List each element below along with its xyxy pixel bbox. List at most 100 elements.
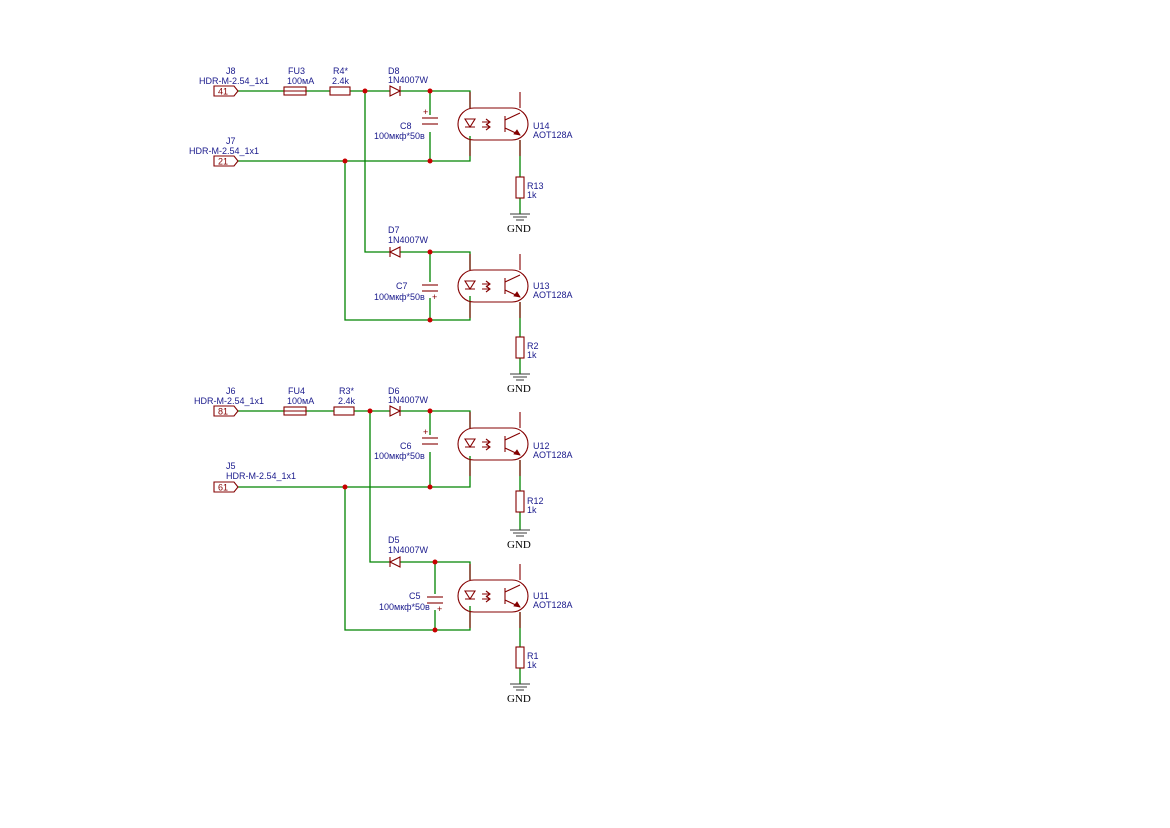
optocoupler-ref: U13 xyxy=(533,281,550,291)
capacitor-value: 100мкф*50в xyxy=(374,292,425,302)
resistor-value: 1k xyxy=(527,505,537,515)
resistor-r12[interactable]: R12 1k xyxy=(515,490,544,515)
diode-ref: D7 xyxy=(388,225,400,235)
optocoupler-value: AOT128A xyxy=(533,600,573,610)
diode-d5[interactable]: D5 1N4007W xyxy=(388,535,429,568)
optocoupler-value: AOT128A xyxy=(533,450,573,460)
stage-2: 81 J6 HDR-M-2.54_1x1 61 J5 HDR-M-2.54_1x… xyxy=(194,386,573,705)
resistor-value: 2.4k xyxy=(332,76,350,86)
polarity-plus-icon: + xyxy=(437,604,442,614)
junction xyxy=(427,249,433,255)
connector-j5[interactable]: 61 J5 HDR-M-2.54_1x1 xyxy=(213,461,296,493)
optocoupler-value: AOT128A xyxy=(533,290,573,300)
resistor-r3[interactable]: R3* 2.4k xyxy=(333,386,356,416)
diode-ref: D8 xyxy=(388,66,400,76)
polarity-plus-icon: + xyxy=(432,292,437,302)
fuse-fu3[interactable]: FU3 100мА xyxy=(283,66,314,96)
ground-label: GND xyxy=(507,693,531,705)
optocoupler-ref: U12 xyxy=(533,441,550,451)
fuse-ref: FU3 xyxy=(288,66,305,76)
polarity-plus-icon: + xyxy=(423,107,428,117)
junction xyxy=(362,88,368,94)
diode-value: 1N4007W xyxy=(388,395,429,405)
optocoupler-u13[interactable]: U13 AOT128A xyxy=(457,254,573,318)
connector-ref: J6 xyxy=(226,386,236,396)
resistor-value: 1k xyxy=(527,350,537,360)
connector-value: HDR-M-2.54_1x1 xyxy=(189,146,259,156)
resistor-ref: R12 xyxy=(527,496,544,506)
capacitor-ref: C7 xyxy=(396,281,408,291)
resistor-ref: R4* xyxy=(333,66,349,76)
capacitor-ref: C5 xyxy=(409,591,421,601)
fuse-ref: FU4 xyxy=(288,386,305,396)
capacitor-value: 100мкф*50в xyxy=(374,451,425,461)
ground-label: GND xyxy=(507,383,531,395)
junction xyxy=(427,158,433,164)
connector-ref: J5 xyxy=(226,461,236,471)
capacitor-c5[interactable]: + C5 100мкф*50в xyxy=(379,591,443,614)
stage-1: 41 J8 HDR-M-2.54_1x1 21 J7 HDR-M-2.54_1x… xyxy=(189,66,573,395)
resistor-r1[interactable]: R1 1k xyxy=(515,646,539,670)
diode-d8[interactable]: D8 1N4007W xyxy=(388,66,429,97)
optocoupler-ref: U11 xyxy=(533,591,549,601)
capacitor-c7[interactable]: + C7 100мкф*50в xyxy=(374,281,438,302)
ground-symbol: GND xyxy=(507,683,531,705)
capacitor-ref: C6 xyxy=(400,441,412,451)
ground-symbol: GND xyxy=(507,213,531,235)
junction xyxy=(427,317,433,323)
resistor-ref: R2 xyxy=(527,341,539,351)
connector-ref: J8 xyxy=(226,66,236,76)
stage-2-junctions xyxy=(342,408,438,633)
connector-value: HDR-M-2.54_1x1 xyxy=(199,76,269,86)
ground-label: GND xyxy=(507,223,531,235)
junction xyxy=(432,627,438,633)
diode-value: 1N4007W xyxy=(388,235,429,245)
junction xyxy=(427,484,433,490)
optocoupler-ref: U14 xyxy=(533,121,550,131)
stage-1-junctions xyxy=(342,88,433,323)
junction xyxy=(432,559,438,565)
connector-j6[interactable]: 81 J6 HDR-M-2.54_1x1 xyxy=(194,386,264,417)
optocoupler-u12[interactable]: U12 AOT128A xyxy=(457,412,573,476)
connector-pin-label: 61 xyxy=(218,483,228,493)
connector-ref: J7 xyxy=(226,136,236,146)
resistor-r2[interactable]: R2 1k xyxy=(515,336,539,360)
resistor-ref: R3* xyxy=(339,386,355,396)
connector-value: HDR-M-2.54_1x1 xyxy=(226,471,296,481)
junction xyxy=(367,408,373,414)
diode-ref: D6 xyxy=(388,386,400,396)
resistor-value: 1k xyxy=(527,660,537,670)
capacitor-value: 100мкф*50в xyxy=(374,131,425,141)
diode-value: 1N4007W xyxy=(388,545,429,555)
polarity-plus-icon: + xyxy=(423,427,428,437)
diode-d7[interactable]: D7 1N4007W xyxy=(388,225,429,258)
ground-symbol: GND xyxy=(507,529,531,551)
fuse-value: 100мА xyxy=(287,76,314,86)
connector-pin-label: 21 xyxy=(218,157,228,167)
resistor-r13[interactable]: R13 1k xyxy=(515,176,544,200)
connector-j8[interactable]: 41 J8 HDR-M-2.54_1x1 xyxy=(199,66,269,97)
diode-ref: D5 xyxy=(388,535,400,545)
connector-value: HDR-M-2.54_1x1 xyxy=(194,396,264,406)
resistor-value: 2.4k xyxy=(338,396,356,406)
connector-j7[interactable]: 21 J7 HDR-M-2.54_1x1 xyxy=(189,136,259,167)
diode-value: 1N4007W xyxy=(388,75,429,85)
junction xyxy=(427,88,433,94)
capacitor-c8[interactable]: + C8 100мкф*50в xyxy=(374,107,438,141)
resistor-value: 1k xyxy=(527,190,537,200)
connector-pin-label: 41 xyxy=(218,87,228,97)
diode-d6[interactable]: D6 1N4007W xyxy=(388,386,429,417)
connector-pin-label: 81 xyxy=(218,407,228,417)
resistor-ref: R1 xyxy=(527,651,539,661)
junction xyxy=(427,408,433,414)
junction xyxy=(342,484,348,490)
resistor-ref: R13 xyxy=(527,181,544,191)
fuse-value: 100мА xyxy=(287,396,314,406)
capacitor-c6[interactable]: + C6 100мкф*50в xyxy=(374,427,438,461)
optocoupler-value: AOT128A xyxy=(533,130,573,140)
capacitor-value: 100мкф*50в xyxy=(379,602,430,612)
resistor-r4[interactable]: R4* 2.4k xyxy=(329,66,351,96)
fuse-fu4[interactable]: FU4 100мА xyxy=(283,386,314,416)
optocoupler-u14[interactable]: U14 AOT128A xyxy=(457,92,573,156)
optocoupler-u11[interactable]: U11 AOT128A xyxy=(457,564,573,628)
